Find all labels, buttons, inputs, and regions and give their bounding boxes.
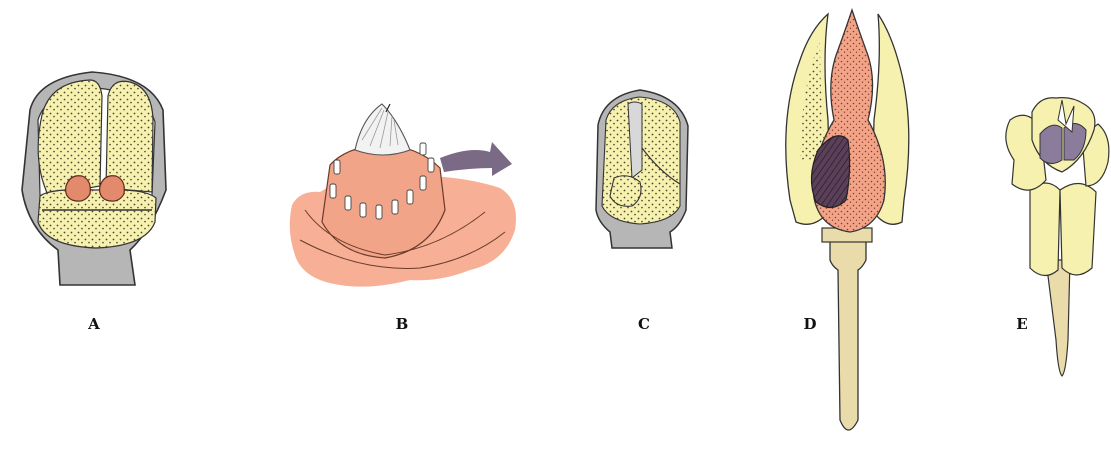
panel-label-b: B: [396, 315, 409, 333]
panel-label-a: A: [87, 315, 100, 333]
panel-label-c: C: [638, 315, 650, 333]
panel-e-illustration: [1006, 98, 1109, 376]
panel-label-e: E: [1016, 315, 1027, 333]
panel-b-illustration: [290, 104, 516, 287]
panel-d-illustration: [786, 10, 909, 430]
panel-c-illustration: [596, 90, 688, 248]
panel-label-d: D: [803, 315, 816, 333]
panel-a-illustration: [22, 72, 166, 285]
